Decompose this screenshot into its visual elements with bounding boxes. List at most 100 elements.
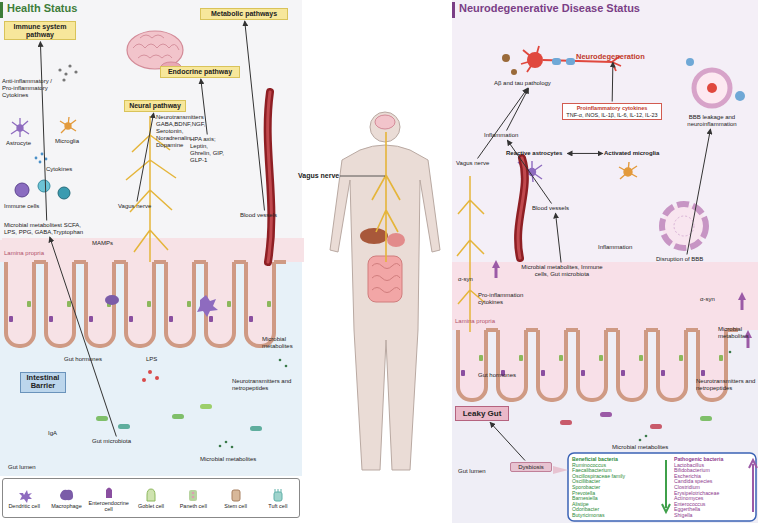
brain-folds (133, 35, 179, 58)
box-outline (568, 453, 756, 521)
macrophage-icon (60, 489, 73, 499)
goblet-cell (679, 355, 683, 361)
intestine-loops (372, 264, 400, 293)
decrease-arrow (662, 460, 670, 512)
soma (527, 52, 543, 68)
node-text: HPA axis; Leptin, Ghrelin, GIP, GLP-1 (190, 136, 228, 164)
text-label: α-syn (700, 296, 715, 303)
text-node: Inflammation (484, 132, 524, 139)
dot (35, 157, 38, 160)
epithelium (194, 260, 206, 264)
goblet-cell (147, 301, 151, 307)
arrow-connector (137, 113, 154, 201)
pathway-box: Immune system pathway (4, 21, 76, 40)
legend-text: Stem cell (224, 503, 247, 509)
lps (142, 378, 146, 382)
liver (360, 228, 388, 244)
bacterium (250, 426, 262, 431)
bacteria-list: Beneficial bacteriaRuminococcusFaecaliba… (572, 457, 664, 519)
plaque (502, 54, 510, 62)
text-label: Microbial metabolites (718, 326, 756, 340)
cell (38, 180, 50, 192)
text-label: Anti-inflammatory / Pro-inflammatory Cyt… (2, 78, 58, 99)
node-text: Sporobacter (572, 485, 664, 491)
leader-line (340, 176, 385, 177)
legend-item: Paneth cell (172, 479, 214, 517)
epithelium (74, 260, 86, 264)
macrophage (105, 295, 119, 305)
arrow-connector (687, 129, 710, 254)
node-text: Vagus nerve (456, 160, 492, 167)
text-label: Lamina propria (455, 318, 495, 325)
dendritic-icon (19, 490, 32, 503)
stomach (387, 233, 405, 247)
enteroendocrine-cell (89, 316, 93, 322)
body-silhouette (330, 145, 440, 470)
legend-text: Macrophage (51, 503, 82, 509)
goblet-cell (719, 355, 723, 361)
panel: Neurodegenerative Disease StatusNeurodeg… (452, 0, 758, 523)
legend-icon (100, 485, 118, 500)
arrow-connector (40, 42, 46, 221)
header-bar (452, 2, 455, 18)
epithelium (486, 328, 498, 332)
enteroendocrine-cell (701, 370, 705, 376)
legend-icon (142, 488, 160, 503)
inner-ring (674, 216, 694, 236)
legend-box: Dendritic cellMacrophageEnteroendocrine … (2, 478, 300, 518)
human-body (330, 112, 440, 470)
dysbiosis-box: Dysbiosis (510, 462, 552, 472)
tuft-hairs (275, 489, 281, 492)
epithelium (114, 260, 126, 264)
pathway-box: Neural pathway (124, 100, 186, 112)
node-text: Barnesiella (572, 496, 664, 502)
microglia-arms (60, 117, 76, 133)
enteroendocrine-cell (621, 370, 625, 376)
dot (74, 70, 77, 73)
epithelium (154, 260, 166, 264)
vessel-highlight (518, 158, 525, 258)
text-label: Microglia (55, 138, 79, 145)
panel-heading: Health Status (7, 2, 77, 14)
node-text: Leaky Gut (458, 409, 506, 418)
node-text: Reactive astrocytes (506, 150, 566, 157)
arrow-connector (612, 63, 614, 102)
node-text: Activated microglia (604, 150, 664, 157)
legend-item: Stem cell (214, 479, 256, 517)
cell (15, 183, 29, 197)
legend-text: Paneth cell (180, 503, 207, 509)
metabolite (729, 351, 732, 354)
arrow-connector (245, 21, 265, 210)
node-text: Immune system pathway (7, 23, 73, 38)
text-label: IgA (48, 430, 57, 437)
microglia-icon (619, 162, 637, 179)
goblet-cell (639, 355, 643, 361)
text-node: Gut microbiota (92, 438, 144, 445)
text-label: Neurotransmitters and netropeptides (232, 378, 296, 392)
node-text: Microbial metabolitest SCFA, LPS, PPG, G… (4, 222, 90, 236)
up-arrow (738, 292, 746, 310)
microglia-icon (60, 117, 76, 133)
goblet-cell (227, 301, 231, 307)
lamina-cover (454, 306, 758, 330)
legend-text: Enteroendocrine cell (88, 500, 130, 512)
text-label: Gut hormones (64, 356, 102, 363)
text-label: LPS (146, 356, 157, 363)
bacterium (118, 424, 130, 429)
dendritic-cell (197, 295, 218, 317)
node-text: Endocrine pathway (163, 68, 237, 76)
bacteria-list: Pathogenic bacteriaLactobacillusBifidoba… (674, 457, 752, 519)
node-text: Blood vessels (240, 212, 290, 219)
text-label: Cytokines (46, 166, 72, 173)
bbb-disruption-icon (662, 204, 706, 248)
vessel-ring (662, 204, 706, 248)
stem-icon (232, 490, 240, 501)
lps (155, 376, 159, 380)
bacterium (600, 412, 612, 417)
brain (375, 115, 395, 129)
text-label: MAMPs (92, 240, 113, 247)
legend-item: Goblet cell (130, 479, 172, 517)
gut-microbes-right (560, 351, 731, 442)
